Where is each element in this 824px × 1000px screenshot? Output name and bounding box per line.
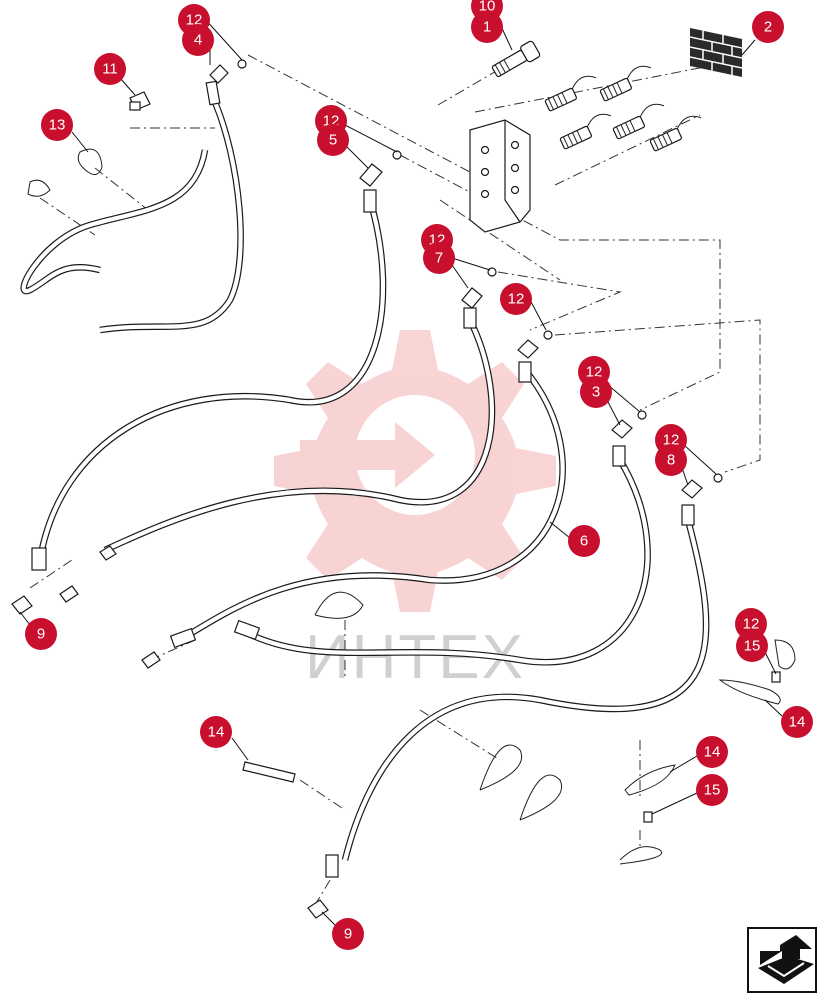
cable-ties-center (314, 591, 562, 821)
callout-12-d: 12 (500, 283, 547, 331)
callout-14c-label: 14 (789, 714, 806, 731)
fitting-part-11 (129, 91, 151, 111)
callout-11: 11 (94, 53, 136, 96)
callout-9b-label: 9 (344, 926, 352, 943)
hose-4 (20, 64, 244, 334)
callout-15-a: 15 (736, 630, 777, 675)
callout-2: 2 (741, 11, 784, 56)
next-page-icon[interactable] (747, 927, 817, 993)
callout-4: 4 (182, 24, 214, 65)
hose-3 (233, 419, 651, 666)
callout-14-a: 14 (200, 716, 249, 761)
strap-14-lower-left (242, 761, 296, 783)
strap-13-right (774, 639, 796, 670)
hose-7 (103, 287, 496, 553)
callout-6-label: 6 (580, 533, 588, 550)
fitting-part-9-upper (11, 595, 33, 615)
strap-14-right-upper (718, 679, 781, 705)
mounting-bracket (469, 119, 531, 233)
callout-12d-label: 12 (508, 291, 525, 308)
callout-15b-label: 15 (704, 782, 721, 799)
callout-15-b: 15 (651, 774, 728, 815)
callout-3-label: 3 (592, 384, 600, 401)
callout-5-label: 5 (329, 132, 337, 149)
callout-7: 7 (423, 242, 491, 289)
callout-5: 5 (317, 124, 369, 169)
callout-1-label: 1 (483, 19, 491, 36)
small-fittings (59, 545, 161, 669)
callout-14-c: 14 (764, 699, 813, 738)
callout-2-label: 2 (764, 19, 772, 36)
hose-8 (325, 479, 710, 878)
watermark-gear-logo (274, 330, 556, 612)
callout-7-label: 7 (435, 250, 443, 267)
hose-6 (169, 339, 566, 649)
callout-3: 3 (580, 376, 641, 426)
clip-15-lower (619, 811, 663, 865)
callout-1: 1 (471, 11, 513, 51)
callout-13a-label: 13 (49, 117, 66, 134)
hose-5 (31, 163, 387, 571)
callout-14-b: 14 (669, 736, 728, 773)
callout-13-a: 13 (41, 109, 89, 153)
callout-15a-label: 15 (744, 638, 761, 655)
callout-8-label: 8 (667, 452, 675, 469)
coupler-part-1 (491, 40, 541, 78)
callout-14b-label: 14 (704, 744, 721, 761)
strap-13-left (27, 148, 103, 197)
callout-8: 8 (655, 444, 689, 486)
o-rings (237, 59, 723, 483)
callout-12f-label: 12 (663, 432, 680, 449)
callout-11-label: 11 (102, 61, 118, 78)
callout-14a-label: 14 (208, 724, 225, 741)
callout-4-label: 4 (194, 32, 202, 49)
callout-6: 6 (549, 521, 600, 557)
quick-couplers (544, 65, 702, 152)
fitting-part-9-lower (307, 899, 329, 919)
callout-12g-label: 12 (743, 616, 760, 633)
callout-9a-label: 9 (37, 626, 45, 643)
callout-10-label: 10 (479, 0, 496, 15)
decal-part-2 (690, 28, 742, 78)
callout-9-b: 9 (321, 911, 364, 950)
clip-15-upper (771, 671, 781, 683)
callout-9-a: 9 (19, 611, 57, 650)
strap-14-right-lower (624, 764, 676, 796)
